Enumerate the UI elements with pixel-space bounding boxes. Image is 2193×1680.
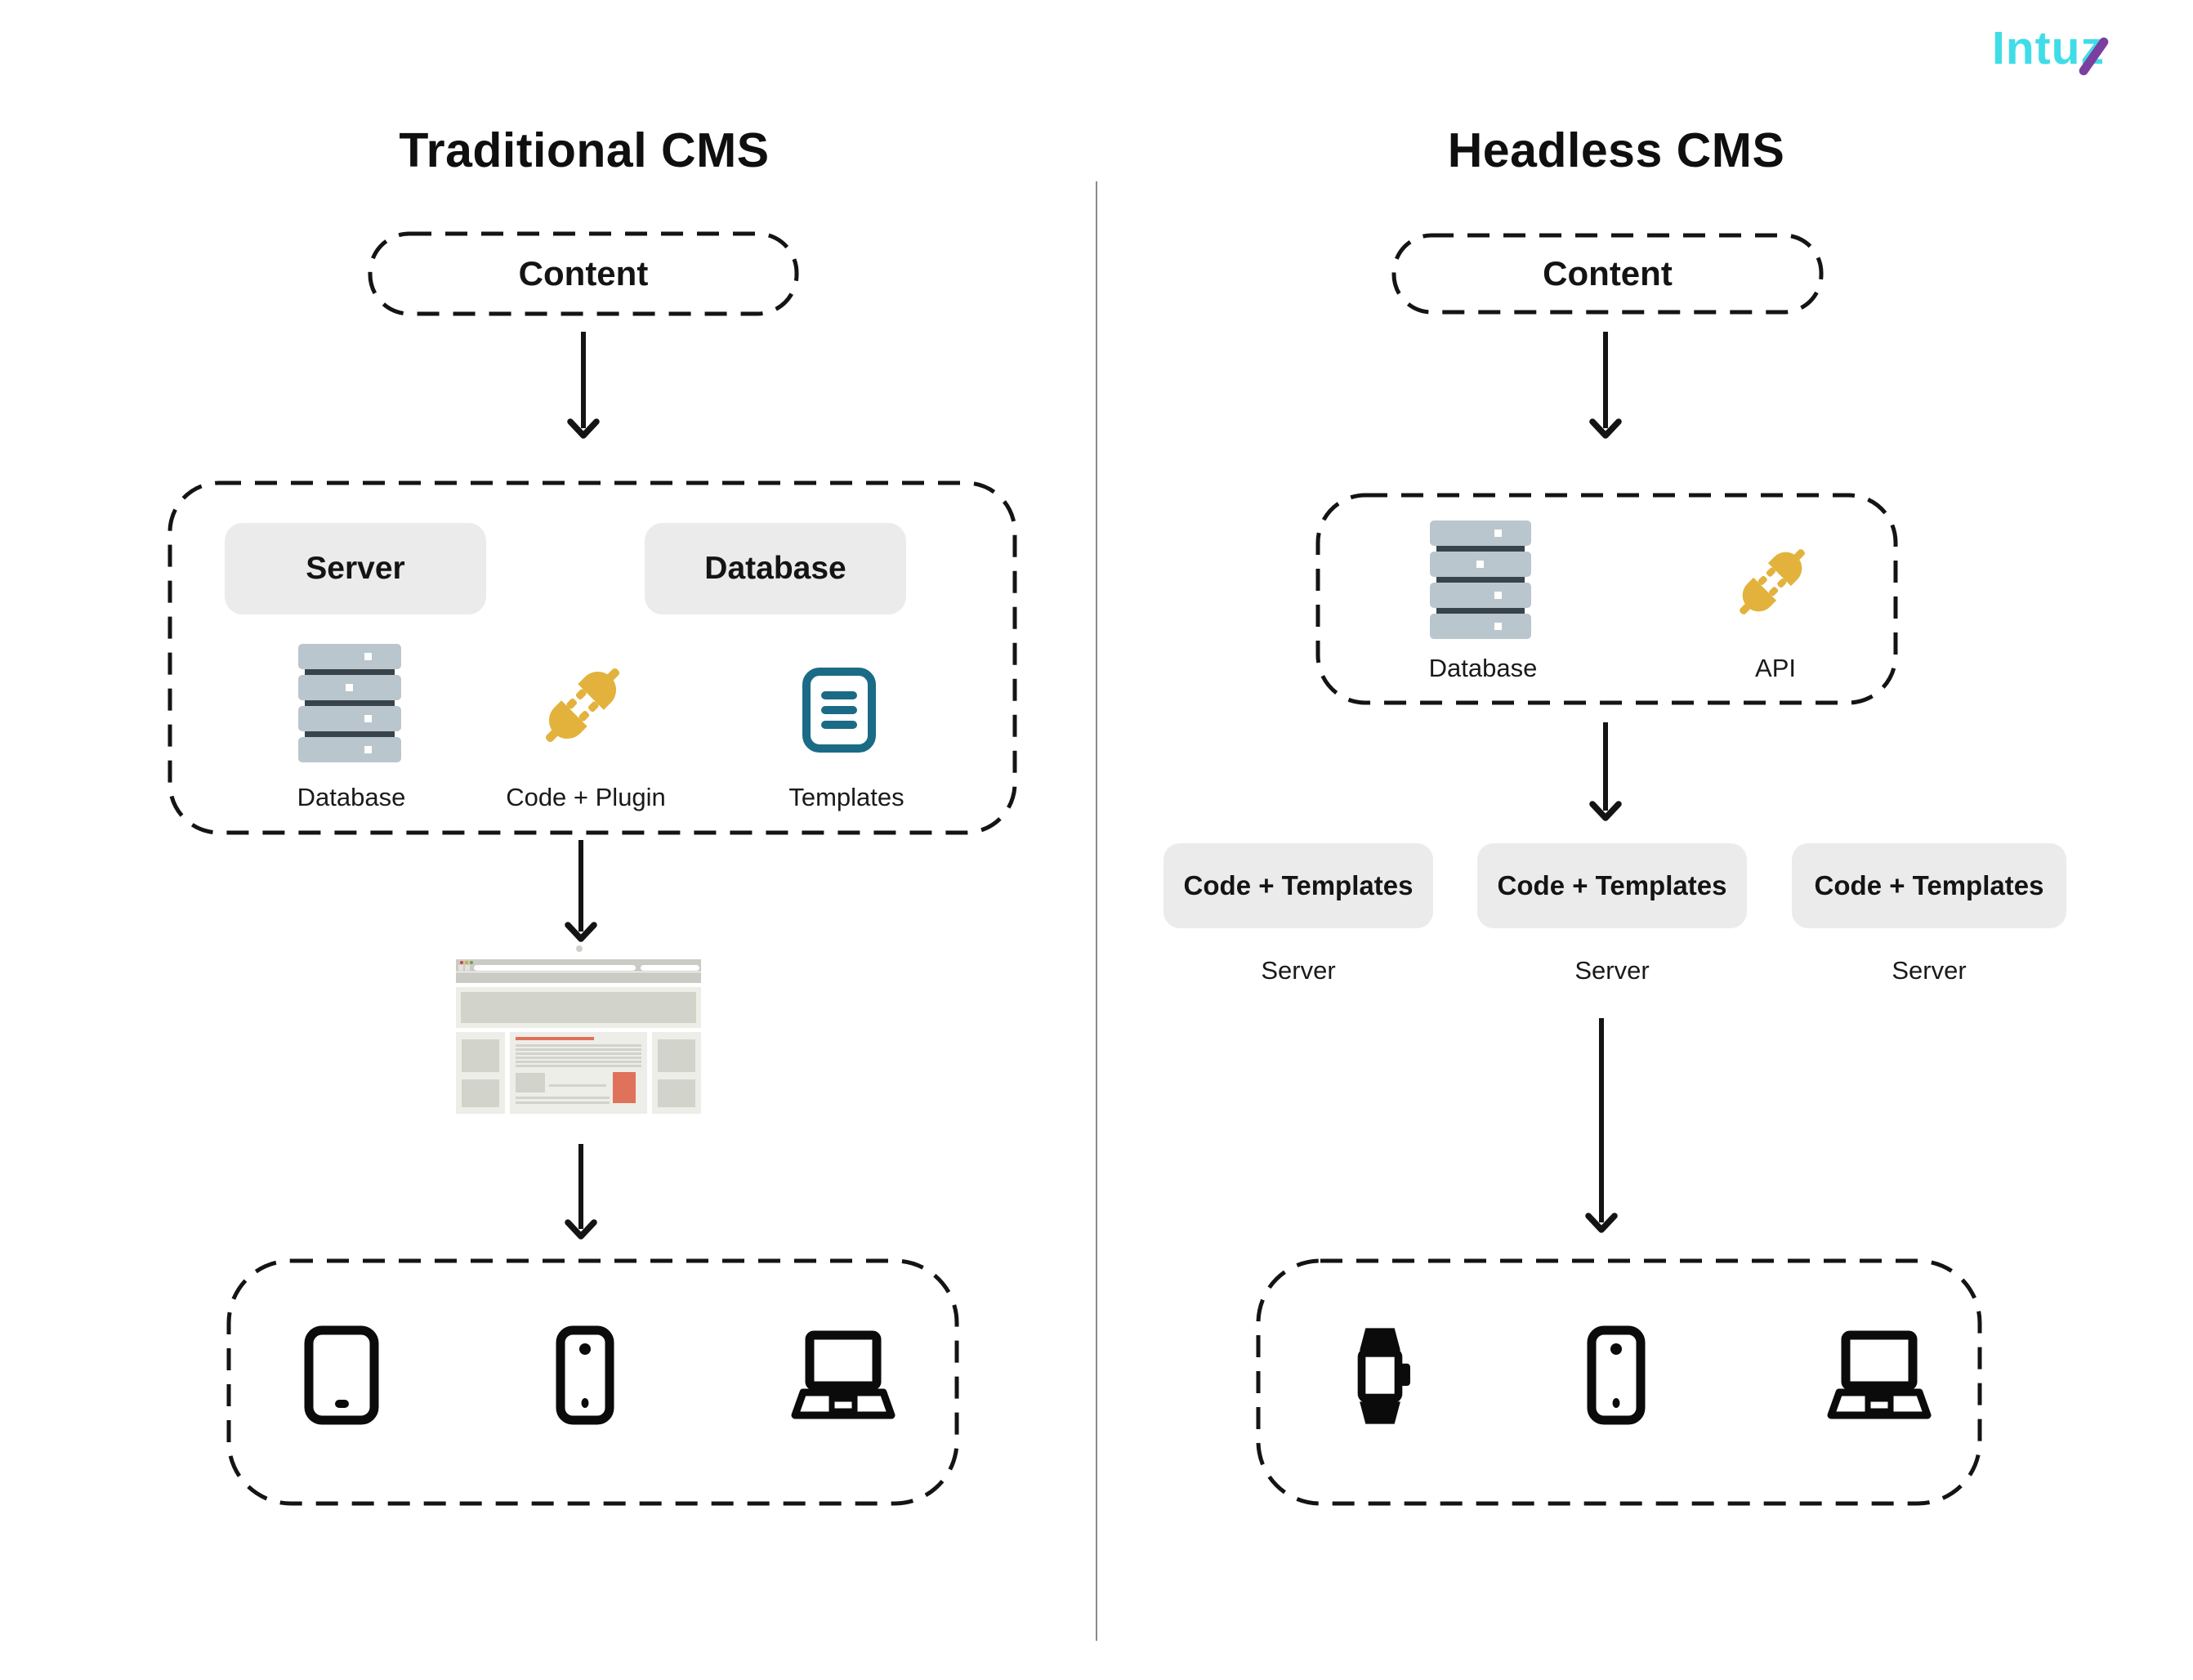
database-pill: Database	[645, 523, 906, 614]
devices-box-border	[226, 1258, 959, 1506]
database-icon	[298, 644, 401, 762]
code-templates-pill: Code + Templates	[1163, 843, 1433, 928]
db-slab	[1430, 552, 1531, 577]
browser-hero	[456, 987, 701, 1028]
laptop-icon	[1827, 1330, 1932, 1419]
tablet-icon	[304, 1325, 379, 1425]
server-label: Server	[1261, 956, 1336, 985]
browser-navbar	[456, 972, 701, 983]
database-api-box-border	[1315, 493, 1898, 705]
browser-chrome	[456, 959, 701, 972]
browser-article	[510, 1032, 647, 1114]
database-icon-label: Database	[297, 783, 406, 811]
content-node: Content	[518, 254, 649, 293]
code-plugin-icon-label: Code + Plugin	[506, 783, 666, 811]
code-templates-pill: Code + Templates	[1477, 843, 1747, 928]
arrow-down-icon	[1585, 1018, 1618, 1233]
db-slab	[1430, 614, 1531, 639]
db-slab	[1430, 583, 1531, 608]
arrow-down-icon	[1589, 332, 1622, 439]
server-pill: Server	[225, 523, 486, 614]
smartphone-icon	[1587, 1325, 1646, 1425]
db-slab	[298, 737, 401, 762]
templates-icon	[802, 668, 876, 753]
browser-left-sidebar	[456, 1032, 505, 1114]
logo: Intuz	[1992, 21, 2164, 87]
website-preview-dot	[576, 945, 583, 952]
smartwatch-icon	[1357, 1328, 1410, 1424]
content-box-border	[368, 231, 799, 316]
arrow-down-icon	[565, 1144, 597, 1240]
laptop-icon	[791, 1330, 896, 1419]
server-label: Server	[1892, 956, 1967, 985]
code-templates-pill: Code + Templates	[1792, 843, 2066, 928]
db-slab	[298, 706, 401, 731]
headless-cms-title: Headless CMS	[1447, 123, 1785, 177]
api-icon-label: API	[1755, 654, 1796, 682]
content-node: Content	[1543, 254, 1673, 293]
db-slab	[298, 675, 401, 700]
db-slab	[1430, 521, 1531, 546]
content-box-border	[1391, 233, 1824, 315]
database-icon	[1430, 521, 1531, 639]
database-icon-label: Database	[1428, 654, 1538, 682]
arrow-down-icon	[565, 840, 597, 942]
traditional-cms-title: Traditional CMS	[399, 123, 770, 177]
api-plug-icon	[1740, 549, 1805, 614]
website-preview	[456, 959, 701, 1121]
column-divider	[1096, 181, 1097, 1641]
db-slab	[298, 644, 401, 669]
server-label: Server	[1574, 956, 1650, 985]
plug-icon	[545, 668, 620, 743]
browser-right-sidebar	[652, 1032, 701, 1114]
server-stack-box-border	[167, 480, 1017, 835]
devices-box-border	[1256, 1258, 1982, 1506]
arrow-down-icon	[1589, 722, 1622, 821]
smartphone-icon	[556, 1325, 614, 1425]
arrow-down-icon	[567, 332, 600, 439]
templates-icon-label: Templates	[788, 783, 904, 811]
